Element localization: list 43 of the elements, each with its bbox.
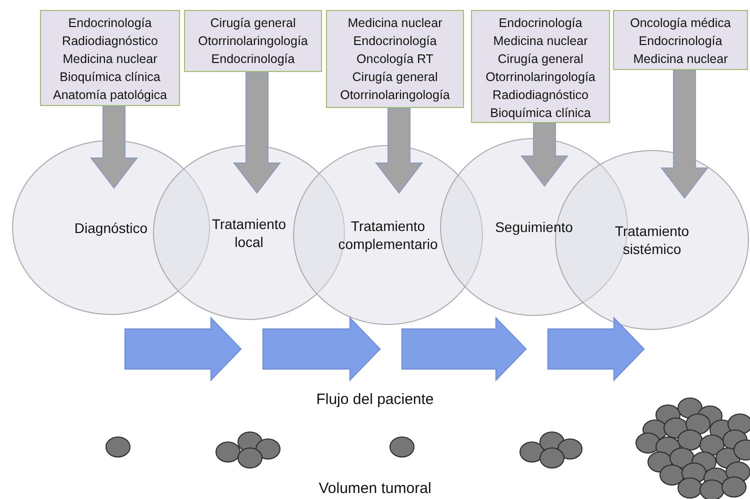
axis-caption: Flujo del paciente (316, 391, 434, 408)
specialty-text: Medicina nuclear (633, 51, 728, 68)
specialty-text: Medicina nuclear (62, 51, 158, 68)
stage-label: Tratamiento sistémico (614, 222, 690, 258)
specialty-text: Medicina nuclear (348, 15, 442, 32)
down-arrow (374, 108, 424, 194)
down-arrow (520, 122, 569, 187)
specialty-text: Cirugía general (210, 15, 296, 32)
stage-label: Tratamiento local (210, 214, 288, 250)
axis-caption: Volumen tumoral (318, 480, 432, 497)
specialty-box (184, 10, 322, 72)
down-arrow (232, 72, 282, 194)
specialty-text: Otorrinolaringología (486, 69, 596, 86)
specialty-text: Oncología médica (630, 15, 731, 32)
specialty-text: Otorrinolaringología (340, 87, 450, 104)
specialty-text: Oncología RT (356, 51, 434, 68)
specialty-text: Otorrinolaringología (198, 33, 308, 50)
specialty-text: Radiodiagnóstico (492, 87, 588, 104)
specialty-text: Cirugía general (352, 69, 438, 86)
specialty-box (326, 10, 464, 108)
specialty-text: Endocrinología (211, 51, 295, 68)
specialty-text: Radiodiagnóstico (62, 33, 158, 50)
flow-arrow (124, 316, 242, 382)
specialty-box (40, 10, 180, 106)
specialty-text: Endocrinología (353, 33, 437, 50)
specialty-text: Bioquímica clínica (60, 69, 160, 86)
stage-label: Seguimiento (494, 218, 574, 236)
flow-arrow (401, 316, 527, 382)
stage-label: Diagnóstico (73, 218, 149, 236)
specialty-box (471, 10, 610, 123)
specialty-text: Endocrinología (638, 33, 722, 50)
down-arrow (660, 70, 709, 199)
specialty-box (613, 10, 748, 70)
specialty-text: Anatomía patológica (53, 87, 167, 104)
specialty-text: Bioquímica clínica (490, 105, 591, 122)
specialty-text: Cirugía general (498, 51, 584, 68)
specialty-text: Endocrinología (68, 15, 152, 32)
specialty-text: Endocrinología (498, 15, 582, 32)
down-arrow (90, 106, 138, 189)
flow-arrow (262, 316, 381, 382)
specialty-text: Medicina nuclear (493, 33, 588, 50)
stage-label: Tratamiento complementario (338, 217, 438, 253)
flow-arrow (547, 316, 645, 382)
